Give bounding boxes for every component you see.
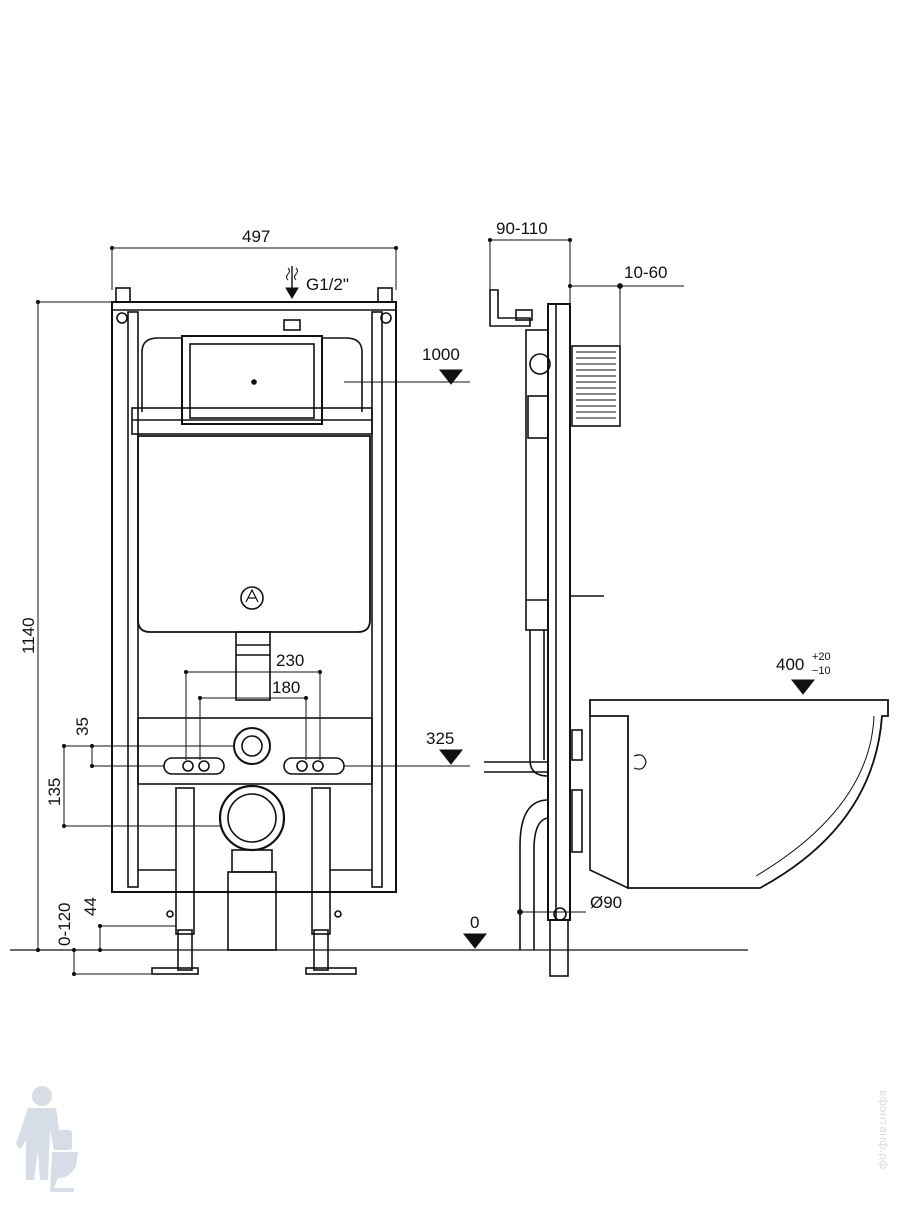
bolt-slot-left	[163, 757, 225, 775]
drain-bend-side	[519, 799, 549, 950]
cistern-tank	[137, 435, 371, 633]
wall-hung-bowl	[589, 699, 889, 889]
flush-pipe-side	[529, 630, 549, 777]
bolt-slot-right	[283, 757, 345, 775]
leg-left	[175, 787, 195, 935]
mount-hole-left	[116, 312, 128, 324]
wall-bracket	[489, 289, 531, 327]
side-leg	[549, 919, 569, 977]
frame-outline	[111, 301, 397, 893]
outlet-height-label: 325	[426, 729, 454, 748]
front-view	[111, 287, 397, 975]
leg-adjust-label: 0-120	[55, 903, 74, 946]
leg-right	[311, 787, 331, 935]
cistern-side	[525, 329, 549, 631]
top-bracket-right	[377, 287, 393, 303]
front-dimensions	[35, 245, 470, 977]
side-dimensions	[462, 237, 816, 949]
height-label: 1140	[19, 617, 38, 654]
floor-level-label: 0	[470, 913, 479, 932]
bowl-height-tol-plus: +20	[812, 651, 831, 663]
bolt-offset-label: 35	[73, 717, 92, 736]
bowl-height-tol-minus: −10	[812, 665, 831, 677]
top-bracket-left	[115, 287, 131, 303]
front-depth-label: 10-60	[624, 263, 667, 282]
drain-outlet	[218, 784, 286, 852]
side-view	[484, 289, 889, 977]
drain-diameter-label: Ø90	[590, 893, 622, 912]
wall-depth-label: 90-110	[496, 219, 548, 238]
bowl-height-label: 400	[776, 655, 804, 674]
plumber-mascot-icon	[16, 1086, 78, 1192]
bolt-spacing-inner-label: 180	[272, 678, 300, 697]
foot-left	[151, 967, 199, 975]
water-inlet-label: G1/2"	[306, 275, 349, 294]
bolt-spacing-outer-label: 230	[276, 651, 304, 670]
ideal-standard-logo-icon	[240, 586, 264, 610]
flush-pipe	[235, 631, 271, 701]
inlet-valve-housing	[181, 335, 323, 425]
mount-hole-right	[380, 312, 392, 324]
cistern-level-label: 1000	[422, 345, 460, 364]
outlet-offset-label: 135	[45, 778, 64, 806]
foot-right	[305, 967, 357, 975]
frame-inner-right	[371, 311, 383, 888]
drain-pipe	[227, 871, 277, 951]
cistern-ledge	[131, 407, 373, 435]
flush-plate-side	[571, 345, 621, 427]
width-label: 497	[242, 227, 270, 246]
water-outlet	[233, 727, 271, 765]
frame-inner-left	[127, 311, 139, 888]
foot-height-label: 44	[81, 897, 100, 916]
watermark-side-text: вфонтанф.рф	[877, 1090, 890, 1169]
frame-column	[547, 303, 571, 921]
mounting-plate	[137, 717, 373, 785]
